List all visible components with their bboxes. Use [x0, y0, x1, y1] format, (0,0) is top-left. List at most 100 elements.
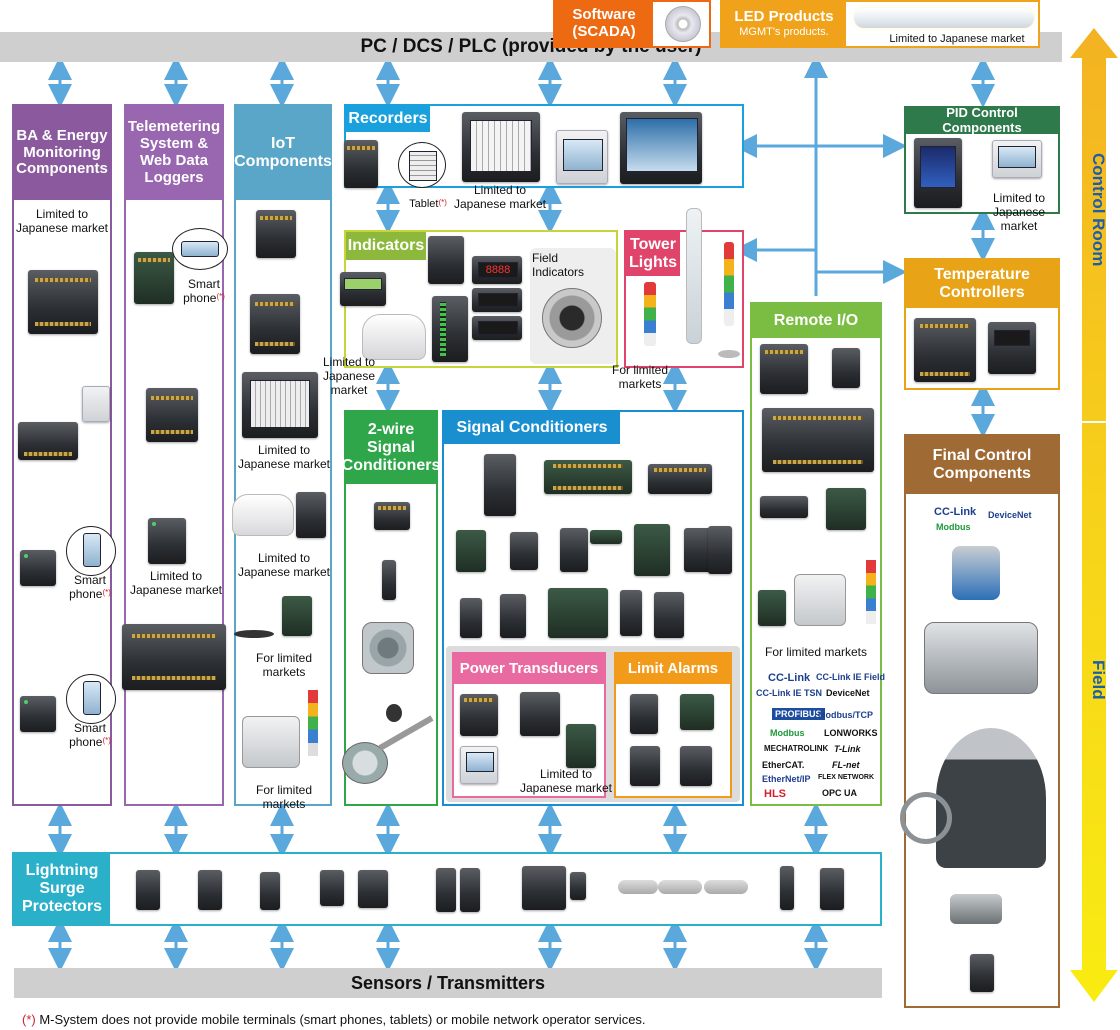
thermo-probe-image	[378, 715, 434, 751]
lightning-box: Lightning Surge Protectors	[12, 852, 882, 926]
recorders-box: Recorders Tablet(*) Limited to Japanese …	[344, 104, 744, 211]
ba-thermostat-image	[82, 386, 110, 422]
signal-conditioner-image-5	[560, 528, 588, 572]
surge-protector-image-4	[320, 870, 344, 906]
surge-protector-image-8	[522, 866, 566, 910]
iot-note2: Limited to Japanese market	[237, 551, 331, 579]
limit-alarms-box: Limit Alarms	[614, 652, 732, 798]
surge-plug-image-2	[658, 880, 702, 894]
ba-phone2-label: Smart phone(*)	[69, 721, 111, 749]
signal-conditioner-image-3	[456, 530, 486, 572]
antenna-icon	[234, 630, 274, 638]
temperature-controller2-image	[988, 322, 1036, 374]
limit-alarm-image-4	[680, 746, 712, 786]
final-network-logo-2: Modbus	[936, 522, 971, 532]
temperature-title: Temperature Controllers	[906, 260, 1058, 308]
telemetering-note: Limited to Japanese market	[129, 569, 223, 597]
two-wire-sensor-image	[342, 742, 388, 784]
actuator-control-image	[970, 954, 994, 992]
surge-protector-image-11	[820, 868, 844, 910]
telemetering-box: Telemetering System & Web Data Loggers S…	[122, 104, 228, 806]
signal-conditioner-image-8	[708, 526, 732, 574]
network-logo-2: CC-Link IE TSN	[756, 688, 823, 698]
handwheel-icon	[900, 792, 952, 844]
iot-box: IoT Components Limited to Japanese marke…	[232, 104, 332, 811]
iot-note4: For limited markets	[255, 783, 312, 811]
surge-protector-image-1	[136, 870, 160, 910]
telemetering-logger-image	[146, 388, 198, 442]
surge-protector-image-2	[198, 870, 222, 910]
iot-title: IoT Components	[234, 106, 332, 200]
temperature-box: Temperature Controllers	[904, 258, 1060, 390]
indicators-box: Indicators 8888 Field Indicators	[340, 230, 618, 368]
pid-note: Limited to Japanese market	[992, 191, 1046, 233]
surge-protector-image-9	[570, 872, 586, 900]
ba-module-image	[18, 422, 78, 460]
remote-io-image-2	[832, 348, 860, 388]
tablet-label: Tablet(*)	[409, 198, 447, 210]
tower-light-image	[308, 690, 318, 756]
led-products-box[interactable]: LED Products MGMT's products. Limited to…	[720, 0, 1040, 48]
software-box[interactable]: Software (SCADA)	[553, 0, 711, 48]
pid-title: PID Control Components	[906, 106, 1058, 135]
digital-meter-image: 8888	[472, 256, 522, 284]
positioner-image	[950, 894, 1002, 924]
signal-conditioner-image-2	[648, 464, 712, 494]
surge-protector-image-10	[780, 866, 794, 910]
signal-conditioner-rack-image	[544, 460, 632, 494]
remote-io-image-5	[758, 590, 786, 626]
footnote-text: M-System does not provide mobile termina…	[39, 1012, 646, 1027]
led-title: LED Products	[734, 8, 834, 26]
surge-plug-image-1	[618, 880, 658, 894]
two-wire-box: 2-wire Signal Conditioners	[342, 410, 440, 806]
surge-protector-image-6	[436, 868, 456, 912]
limit-alarms-title: Limit Alarms	[616, 654, 730, 684]
remote-io-title: Remote I/O	[752, 304, 880, 338]
telemetering-rack-image	[122, 624, 226, 690]
led-tube-image	[854, 8, 1034, 28]
surge-protector-image-7	[460, 868, 480, 912]
tower-light-image-1	[644, 282, 656, 346]
signal-conditioner-image-4	[510, 532, 538, 570]
two-wire-title: 2-wire Signal Conditioners	[342, 412, 440, 484]
indicators-title: Indicators	[346, 232, 426, 260]
pid-controller-image	[914, 138, 962, 208]
paperless-recorder-image	[556, 130, 608, 184]
panel-meter-image	[340, 272, 386, 306]
signal-conditioner-image-7	[684, 528, 712, 572]
lightning-title: Lightning Surge Protectors	[14, 854, 110, 924]
network-logo-9: T-Link	[834, 744, 861, 754]
pid-controller2-image	[992, 140, 1042, 178]
network-logo-10: EtherCAT.	[762, 760, 805, 770]
iot-io-image	[250, 294, 300, 354]
temperature-controller-image	[914, 318, 976, 382]
network-logo-15: OPC UA	[822, 788, 858, 798]
tower-note: For limited markets	[611, 363, 668, 391]
recorders-note: Limited to Japanese market	[453, 183, 547, 211]
ba-energy-title: BA & Energy Monitoring Components	[14, 106, 110, 200]
remote-io-image-1	[760, 344, 808, 394]
signal-conditioner-image-11	[620, 590, 642, 636]
network-logo-5: Modbus/TCP	[818, 710, 873, 720]
field-label: Field	[1089, 660, 1108, 700]
telemetering-unit-image	[134, 252, 174, 304]
remote-io-outdoor-image	[794, 574, 846, 626]
two-wire-housing-image	[362, 622, 414, 674]
remote-io-tower-light-image	[866, 560, 876, 624]
power-transducer-image-2	[520, 692, 560, 736]
final-control-box: Final Control Components CC-Link DeviceN…	[900, 434, 1060, 1008]
surge-protector-image-5	[358, 870, 388, 908]
telemetering-phone-label: Smart phone(*)	[183, 277, 225, 305]
power-transducers-box: Power Transducers	[452, 652, 606, 798]
final-network-logo-0: CC-Link	[934, 506, 977, 518]
iot-gateway-image	[256, 210, 296, 258]
limit-alarm-image-1	[630, 694, 658, 734]
footnote-asterisk: (*)	[22, 1012, 36, 1027]
ba-device2-image	[20, 550, 56, 586]
display-recorder-image	[620, 112, 702, 184]
two-wire-rail-image	[382, 560, 396, 600]
iot-note1: Limited to Japanese market	[237, 443, 331, 471]
signal-conditioner-image-9	[460, 598, 482, 638]
led-subtitle: MGMT's products.	[739, 26, 829, 39]
